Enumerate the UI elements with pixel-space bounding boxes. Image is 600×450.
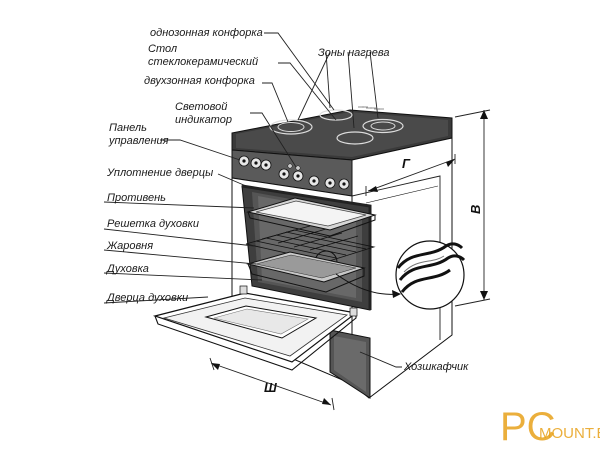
baking-tray [246,197,377,237]
light-indicator [287,163,293,169]
label-double-zone-burner: двухзонная конфорка [144,75,255,87]
leader-lines [103,32,402,368]
vent-grille [358,106,384,110]
oven-door [152,285,358,371]
control-knobs [238,155,350,190]
seal-detail-inset [395,240,466,310]
inset-pointer-arrow [335,273,399,295]
door-seal [241,184,372,310]
burner-front-right [336,131,374,145]
width-dimension-line [210,362,332,406]
label-control-panel-1: Панель [109,122,147,134]
label-glass-ceramic-table-2: стеклокерамический [148,56,258,68]
label-light-indicator-2: индикатор [175,114,232,126]
watermark-site: MOUNT.BY [539,425,600,442]
label-storage-drawer: Хозшкафчик [403,361,469,373]
label-single-zone-burner: однозонная конфорка [150,27,263,39]
label-oven-door: Дверца духовки [105,292,188,304]
burner-front-left [269,119,313,135]
label-heating-zones: Зоны нагрева [318,47,390,59]
oven-rack [245,225,376,263]
label-oven: Духовка [105,263,149,275]
label-door-seal: Уплотнение дверцы [106,167,213,179]
label-control-panel-2: управления [108,135,169,147]
roasting-pan [246,251,366,293]
label-baking-tray: Противень [107,192,166,204]
label-oven-rack: Решетка духовки [107,218,199,230]
watermark-brand: PC [500,405,556,449]
label-glass-ceramic-table-1: Стол [148,43,177,55]
dimension-height-label: В [468,205,483,214]
label-light-indicator-1: Световой [175,101,227,113]
dimension-depth-label: Г [402,156,411,171]
dimension-width-label: Ш [264,380,277,395]
watermark-logo: PC MOUNT.BY [500,405,600,449]
label-roasting-pan: Жаровня [106,240,153,252]
burner-back-right [362,118,404,134]
depth-dimension-line [367,158,456,192]
